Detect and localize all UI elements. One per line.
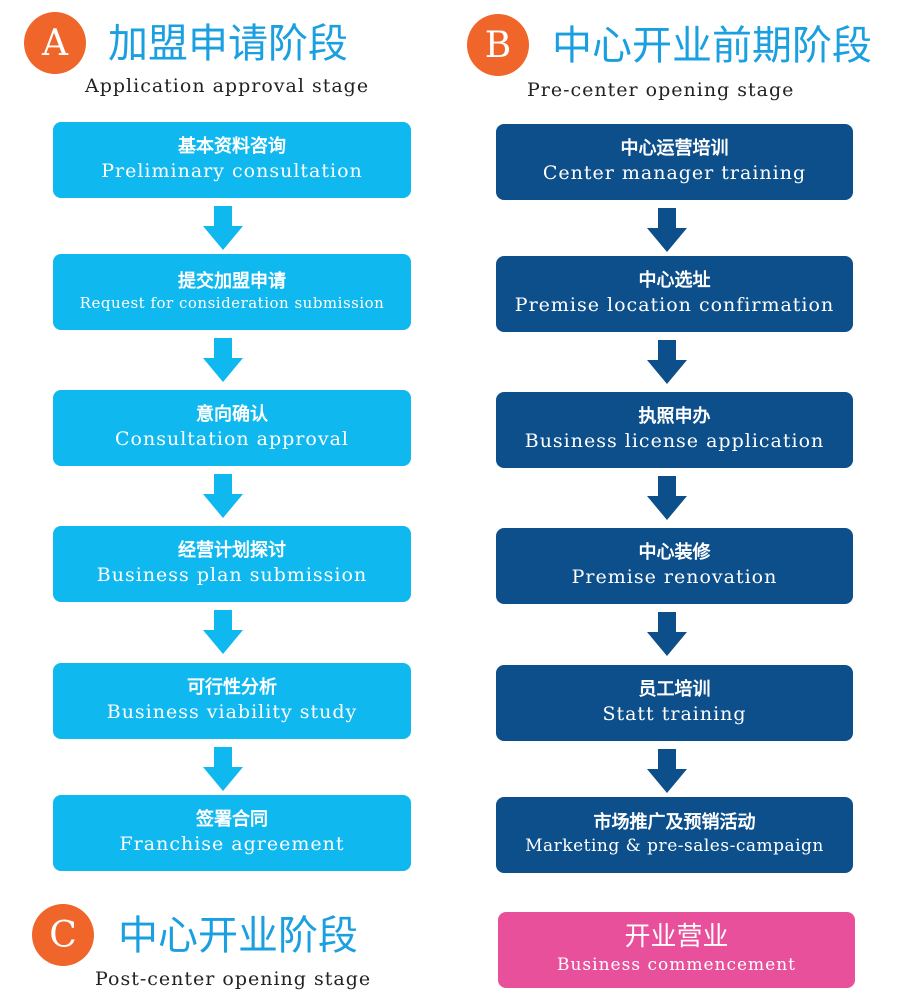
business-commencement-box: 开业营业 Business commencement [498, 912, 855, 988]
stage-c-subtitle: Post-center opening stage [95, 968, 372, 990]
stage-b-step-1: 中心运营培训 Center manager training [496, 124, 853, 200]
step-label-en: Request for consideration submission [79, 294, 385, 313]
down-arrow-icon [203, 338, 243, 382]
down-arrow-icon [647, 749, 687, 793]
step-label-en: Business viability study [106, 701, 358, 724]
step-label-en: Premise location confirmation [514, 294, 835, 317]
step-label-zh: 意向确认 [196, 404, 268, 425]
down-arrow-icon [203, 474, 243, 518]
stage-b-badge: B [467, 14, 529, 76]
step-label-zh: 市场推广及预销活动 [593, 812, 756, 834]
stage-a-step-3: 意向确认 Consultation approval [53, 390, 411, 466]
down-arrow-icon [647, 208, 687, 252]
step-label-zh: 执照申办 [638, 406, 711, 427]
step-label-en: Marketing & pre-sales-campaign [525, 835, 824, 856]
step-label-zh: 签署合同 [196, 809, 268, 830]
stage-b-title: 中心开业前期阶段 [552, 23, 872, 69]
stage-a-step-4: 经营计划探讨 Business plan submission [53, 526, 411, 602]
stage-c-badge: C [32, 904, 94, 966]
stage-c-title: 中心开业阶段 [118, 913, 358, 959]
down-arrow-icon [203, 747, 243, 791]
stage-b-subtitle: Pre-center opening stage [527, 79, 795, 101]
step-label-en: Consultation approval [115, 428, 349, 451]
step-label-zh: 可行性分析 [187, 677, 277, 698]
stage-a-badge: A [24, 12, 86, 74]
down-arrow-icon [647, 340, 687, 384]
step-label-zh: 员工培训 [638, 679, 711, 700]
step-label-en: Premise renovation [571, 566, 778, 589]
step-label-zh: 经营计划探讨 [178, 540, 286, 561]
step-label-en: Statt training [602, 703, 747, 726]
stage-b-step-5: 员工培训 Statt training [496, 665, 853, 741]
step-label-zh: 中心选址 [638, 270, 711, 291]
stage-b-step-4: 中心装修 Premise renovation [496, 528, 853, 604]
step-label-en: Franchise agreement [119, 833, 345, 856]
step-label-zh: 基本资料咨询 [178, 136, 286, 157]
step-label-en: Center manager training [542, 162, 807, 185]
step-label-zh: 中心装修 [638, 542, 711, 563]
step-label-zh: 中心运营培训 [620, 138, 729, 159]
step-label-en: Business license application [524, 430, 825, 453]
stage-b-step-2: 中心选址 Premise location confirmation [496, 256, 853, 332]
step-label-en: Business plan submission [96, 564, 368, 587]
down-arrow-icon [203, 610, 243, 654]
final-label-en: Business commencement [556, 954, 796, 975]
final-label-zh: 开业营业 [624, 921, 729, 952]
stage-a-step-5: 可行性分析 Business viability study [53, 663, 411, 739]
stage-a-title: 加盟申请阶段 [108, 21, 348, 67]
stage-b-step-3: 执照申办 Business license application [496, 392, 853, 468]
stage-b-step-6: 市场推广及预销活动 Marketing & pre-sales-campaign [496, 797, 853, 873]
stage-a-step-1: 基本资料咨询 Preliminary consultation [53, 122, 411, 198]
stage-a-subtitle: Application approval stage [85, 75, 370, 97]
stage-a-step-6: 签署合同 Franchise agreement [53, 795, 411, 871]
down-arrow-icon [203, 206, 243, 250]
down-arrow-icon [647, 476, 687, 520]
stage-a-step-2: 提交加盟申请 Request for consideration submiss… [53, 254, 411, 330]
down-arrow-icon [647, 612, 687, 656]
step-label-en: Preliminary consultation [101, 160, 363, 183]
step-label-zh: 提交加盟申请 [178, 270, 286, 292]
